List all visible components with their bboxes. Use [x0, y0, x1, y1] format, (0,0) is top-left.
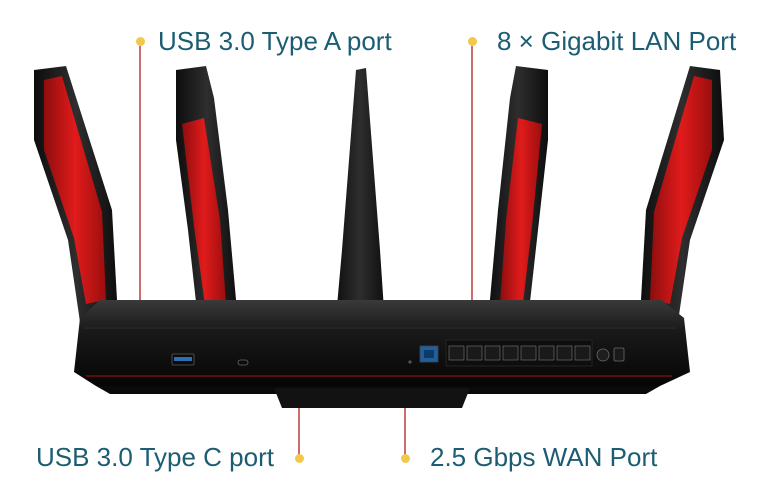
callout-wan: 2.5 Gbps WAN Port [430, 442, 658, 472]
antenna-inner-right [488, 66, 548, 338]
usb-c-port [237, 359, 249, 366]
bullet-dot-icon [295, 454, 304, 463]
lan-port [466, 345, 483, 361]
lan-port [520, 345, 537, 361]
bullet-dot-icon [468, 37, 477, 46]
lan-port [484, 345, 501, 361]
lan-port [502, 345, 519, 361]
power-button [596, 348, 610, 362]
bullet-dot-icon [401, 454, 410, 463]
antenna-far-left [34, 66, 118, 322]
lan-port [538, 345, 555, 361]
bullet-dot-icon [136, 37, 145, 46]
antenna-center [334, 68, 386, 340]
wan-port [408, 345, 439, 364]
dc-jack [613, 347, 625, 362]
callout-lan: 8 × Gigabit LAN Port [497, 26, 737, 56]
usb-a-port [171, 353, 195, 366]
lan-port [448, 345, 465, 361]
antenna-far-right [640, 66, 724, 322]
lan-port [556, 345, 573, 361]
callout-usb-c: USB 3.0 Type C port [36, 442, 274, 472]
power-controls [596, 347, 625, 362]
lan-port [574, 345, 591, 361]
lan-ports [445, 339, 593, 367]
antenna-inner-left [176, 66, 238, 338]
callout-usb-a: USB 3.0 Type A port [158, 26, 392, 56]
